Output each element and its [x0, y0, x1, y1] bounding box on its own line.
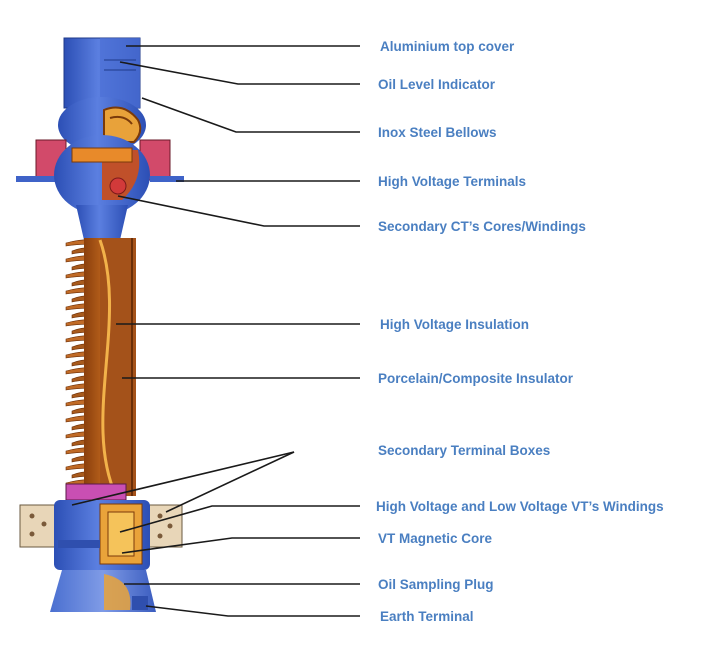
leader-inox-steel-bellows	[141, 97, 360, 133]
leader-earth-terminal	[145, 605, 360, 617]
leader-secondary-terminal-boxes-a	[71, 451, 295, 506]
leader-secondary-ct-cores	[117, 195, 360, 227]
leader-oil-level-indicator	[119, 61, 360, 85]
leader-lines	[71, 45, 360, 617]
label-hv-lv-vt-windings: High Voltage and Low Voltage VT’s Windin…	[376, 499, 664, 514]
label-oil-sampling-plug: Oil Sampling Plug	[378, 577, 494, 592]
label-high-voltage-terminals: High Voltage Terminals	[378, 174, 526, 189]
label-oil-level-indicator: Oil Level Indicator	[378, 77, 496, 92]
label-vt-magnetic-core: VT Magnetic Core	[378, 531, 493, 546]
label-aluminium-top-cover: Aluminium top cover	[380, 39, 515, 54]
label-high-voltage-insulation: High Voltage Insulation	[380, 317, 529, 332]
labels: Aluminium top cover Oil Level Indicator …	[376, 39, 664, 624]
label-secondary-ct-cores: Secondary CT’s Cores/Windings	[378, 219, 586, 234]
terminal-box-left	[19, 504, 57, 548]
label-porcelain-insulator: Porcelain/Composite Insulator	[378, 371, 574, 386]
leader-hv-lv-vt-windings	[119, 505, 360, 533]
terminal-box-right	[147, 504, 183, 548]
leader-secondary-terminal-boxes-b	[165, 451, 295, 513]
transformer-illustration	[16, 37, 184, 612]
label-inox-steel-bellows: Inox Steel Bellows	[378, 125, 497, 140]
label-earth-terminal: Earth Terminal	[380, 609, 474, 624]
leader-vt-magnetic-core	[121, 537, 360, 554]
label-secondary-terminal-boxes: Secondary Terminal Boxes	[378, 443, 550, 458]
